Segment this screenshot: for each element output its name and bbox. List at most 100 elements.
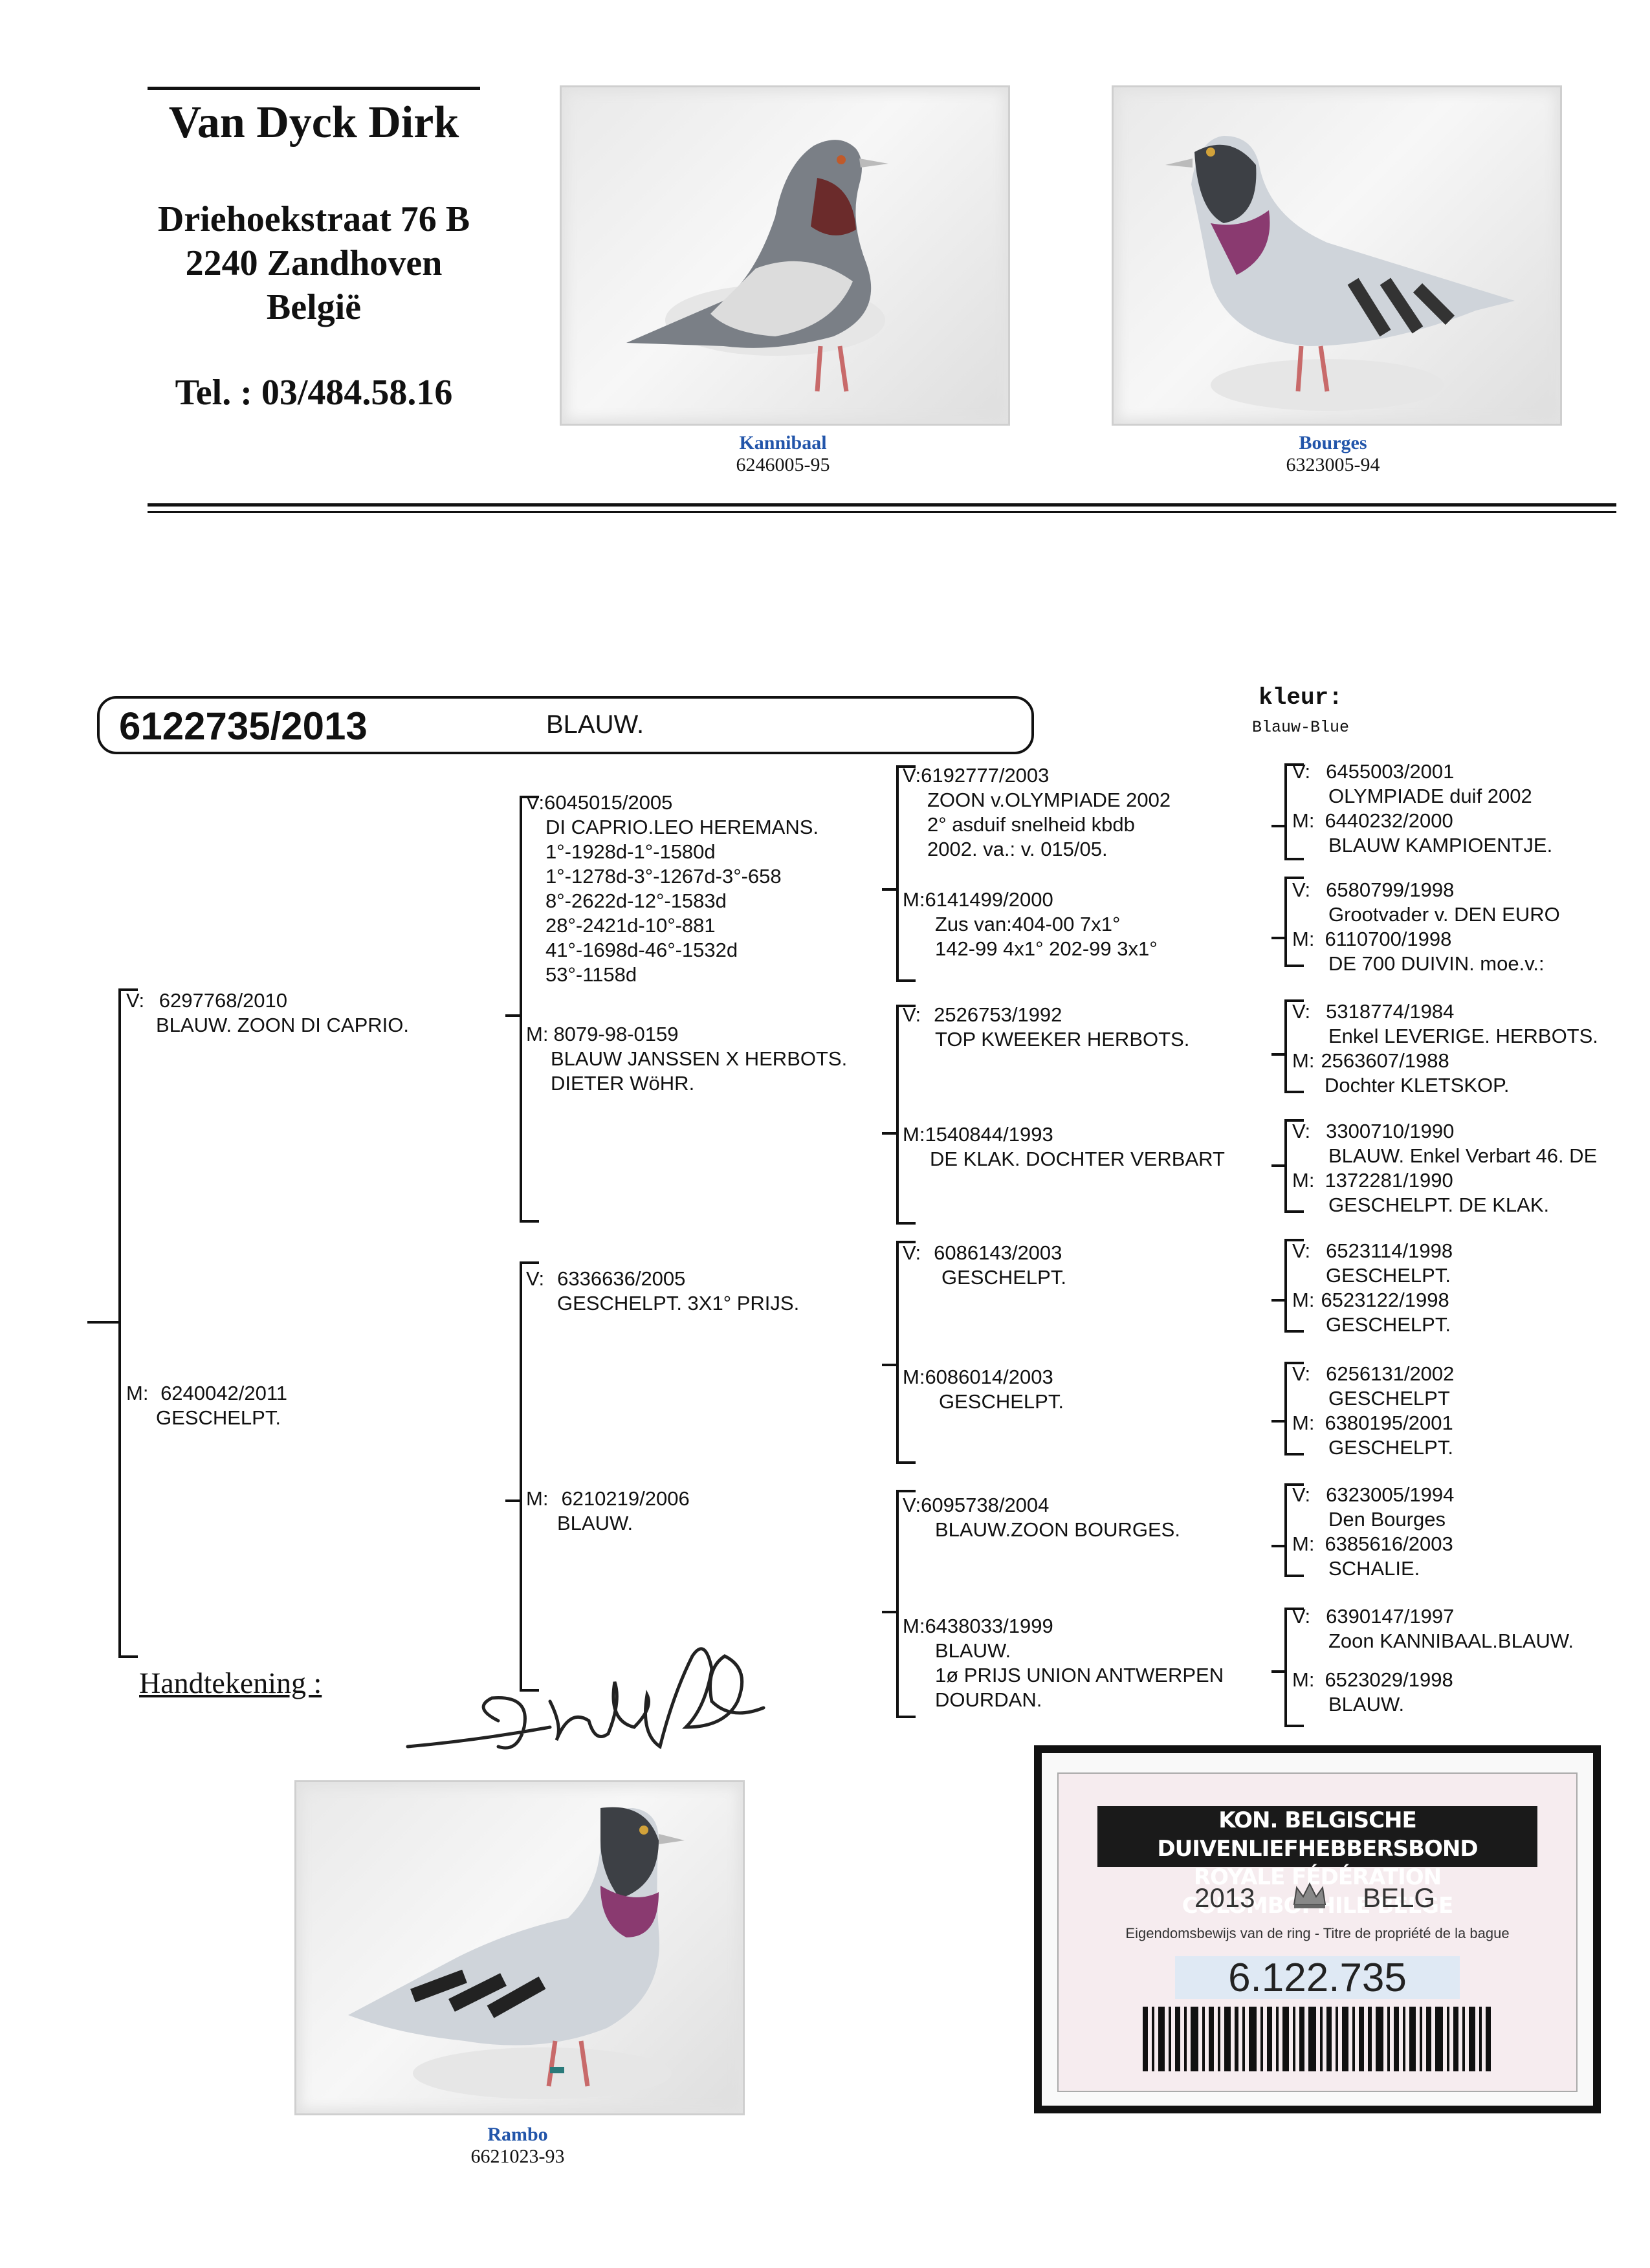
gen4-pair-4: V:3300710/1990 BLAUW. Enkel Verbart 46. … [1292, 1119, 1597, 1217]
description-line: ZOON v.OLYMPIADE 2002 [927, 789, 1171, 811]
description-line: 1ø PRIJS UNION ANTWERPEN [935, 1664, 1224, 1686]
signature-scribble [406, 1647, 765, 1750]
ring-number: 6210219/2006 [561, 1487, 690, 1510]
gen3-7: V:6095738/2004 BLAUW.ZOON BOURGES. [903, 1493, 1180, 1542]
result-line: 28°-2421d-10°-881 [545, 914, 716, 937]
gen2-tick-mother [505, 1499, 520, 1502]
ring-number: 6045015/2005 [544, 791, 673, 814]
photo-ring: 6246005-95 [736, 454, 830, 475]
gen3-8: M:6438033/1999 BLAUW. 1ø PRIJS UNION ANT… [903, 1614, 1224, 1712]
tag-m: M: [1292, 1412, 1315, 1434]
description-line: Den Bourges [1328, 1508, 1446, 1531]
tag-m: M: [526, 1023, 549, 1045]
ring-number: 6256131/2002 [1326, 1362, 1455, 1385]
description-line: DOURDAN. [935, 1688, 1042, 1711]
gen4-bracket-3 [1284, 999, 1304, 1093]
gen3-bracket-1 [896, 765, 916, 982]
description: GESCHELPT. [156, 1406, 281, 1429]
ring-number: 6455003/2001 [1326, 760, 1455, 783]
gen4-bracket-1 [1284, 763, 1304, 860]
ring-number: 6580799/1998 [1326, 878, 1455, 901]
gen3-3: V:2526753/1992 TOP KWEEKER HERBOTS. [903, 1003, 1189, 1052]
tag-v: V: [1292, 1362, 1311, 1385]
tag-v: V: [1292, 1120, 1311, 1142]
gen2-bracket-father [520, 796, 539, 1223]
ring-number: 2563607/1988 [1321, 1049, 1449, 1072]
subject-color: BLAUW. [546, 710, 644, 739]
description-line: Zoon KANNIBAAL.BLAUW. [1328, 1630, 1574, 1652]
breeder-name: Van Dyck Dirk [168, 98, 459, 147]
gen4-bracket-8 [1284, 1608, 1304, 1727]
gen3-2: M:6141499/2000 Zus van:404-00 7x1° 142-9… [903, 888, 1158, 961]
description-line: BLAUW. [1328, 1693, 1405, 1716]
breeder-city: 2240 Zandhoven [185, 243, 443, 283]
description-line: GESCHELPT. DE KLAK. [1328, 1194, 1550, 1216]
ownership-certificate: KON. BELGISCHE DUIVENLIEFHEBBERSBOND ROY… [1034, 1745, 1601, 2113]
tag-v: V: [903, 1241, 921, 1264]
description-line: BLAUW.ZOON BOURGES. [935, 1518, 1180, 1541]
result-line: 53°-1158d [545, 963, 637, 986]
tag-m: M: [1292, 928, 1315, 950]
description-line: OLYMPIADE duif 2002 [1328, 785, 1532, 807]
gen4-tick-1 [1271, 825, 1286, 827]
gen4-pair-1: V:6455003/2001 OLYMPIADE duif 2002 M:644… [1292, 759, 1552, 858]
description-line: GESCHELPT. [939, 1390, 1064, 1413]
gen2-mother-father: V:6336636/2005 GESCHELPT. 3X1° PRIJS. [526, 1267, 799, 1316]
tag-m: M: [1292, 1532, 1315, 1555]
breeder-phone: Tel. : 03/484.58.16 [175, 373, 453, 413]
breeder-address: Driehoekstraat 76 B 2240 Zandhoven Belgi… [129, 197, 498, 329]
gen3-bracket-2 [896, 1005, 916, 1225]
certificate-title: Eigendomsbewijs van de ring - Titre de p… [1125, 1925, 1510, 1941]
tag-v: V: [1292, 760, 1311, 783]
kleur-value: Blauw-Blue [1251, 718, 1350, 737]
ring-number: 6297768/2010 [159, 989, 288, 1012]
result-line: 41°-1698d-46°-1532d [545, 939, 738, 961]
tree-root-line [87, 1321, 118, 1324]
gen3-4: M:1540844/1993 DE KLAK. DOCHTER VERBART [903, 1122, 1225, 1172]
tag-m: M: [526, 1487, 549, 1510]
gen4-tick-8 [1271, 1670, 1286, 1673]
pigeon-image [348, 1807, 685, 2099]
subject-banner: 6122735/2013 BLAUW. [97, 696, 1034, 754]
subject-ring: 6122735/2013 [119, 704, 368, 748]
tag-v: V: [1292, 1239, 1311, 1262]
certificate-country: BELG [1363, 1882, 1436, 1913]
gen4-pair-3: V:5318774/1984 Enkel LEVERIGE. HERBOTS. … [1292, 999, 1598, 1098]
signature-label: Handtekening : [139, 1666, 322, 1699]
description-line: DE 700 DUIVIN. moe.v.: [1328, 952, 1545, 975]
pigeon-image [1165, 136, 1515, 411]
header-rule-bottom-2 [148, 511, 1616, 513]
gen3-tick-1 [882, 888, 896, 891]
photo-name: Bourges [1299, 432, 1367, 453]
gen4-bracket-6 [1284, 1362, 1304, 1456]
gen4-bracket-2 [1284, 877, 1304, 967]
gen4-tick-5 [1271, 1299, 1286, 1302]
ring-number: 6192777/2003 [921, 764, 1050, 787]
tag-m: M: [1292, 809, 1315, 832]
description-line: SCHALIE. [1328, 1557, 1420, 1580]
ring-number: 1540844/1993 [925, 1123, 1053, 1146]
gen4-pair-6: V:6256131/2002 GESCHELPT M:6380195/2001 … [1292, 1362, 1454, 1460]
federation-header: KON. BELGISCHE DUIVENLIEFHEBBERSBOND ROY… [1097, 1806, 1537, 1919]
gen3-6: M:6086014/2003 GESCHELPT. [903, 1365, 1064, 1414]
ring-number-box [1175, 1956, 1460, 1999]
tag-v: V: [903, 764, 921, 787]
tag-m: M: [126, 1382, 149, 1404]
crown-icon [1292, 1879, 1328, 1911]
tag-m: M: [1292, 1668, 1315, 1691]
gen4-tick-4 [1271, 1164, 1286, 1167]
ring-number: 6380195/2001 [1325, 1412, 1453, 1434]
ring-number: 6240042/2011 [160, 1382, 288, 1404]
description-line: DE KLAK. DOCHTER VERBART [930, 1148, 1225, 1170]
ring-number: 6523122/1998 [1321, 1289, 1449, 1311]
tag-m: M: [903, 1615, 925, 1637]
description-line: DI CAPRIO.LEO HEREMANS. [545, 816, 819, 838]
ring-number: 6323005/1994 [1326, 1483, 1455, 1506]
gen4-tick-6 [1271, 1420, 1286, 1423]
gen3-bracket-4 [896, 1490, 916, 1718]
description-line: DIETER WöHR. [551, 1072, 695, 1095]
certificate-year: 2013 [1194, 1882, 1255, 1913]
photo-ring: 6621023-93 [470, 2146, 565, 2167]
ring-number: 5318774/1984 [1326, 1000, 1455, 1023]
description-line: 142-99 4x1° 202-99 3x1° [935, 937, 1158, 960]
